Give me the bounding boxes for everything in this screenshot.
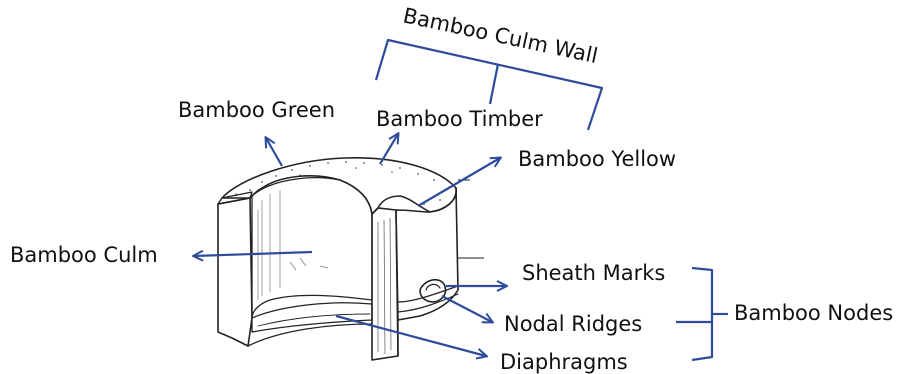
label-bamboo-timber: Bamboo Timber (376, 107, 543, 131)
slab-grain (378, 218, 391, 354)
arrow-diaphragms (336, 316, 486, 356)
arrow-nodal-ridges (442, 296, 492, 322)
label-nodal-ridges: Nodal Ridges (504, 312, 642, 336)
cavity-shading (258, 190, 328, 300)
nodes-bracket (676, 268, 728, 360)
label-culm-wall: Bamboo Culm Wall (401, 3, 600, 68)
bamboo-illustration (218, 158, 484, 360)
label-bamboo-culm: Bamboo Culm (10, 243, 158, 267)
label-diaphragms: Diaphragms (500, 350, 628, 374)
rim-texture (235, 161, 447, 205)
arrow-yellow (418, 158, 500, 206)
label-bamboo-green: Bamboo Green (178, 98, 335, 122)
label-sheath-marks: Sheath Marks (522, 261, 665, 285)
label-bamboo-nodes: Bamboo Nodes (734, 301, 893, 325)
arrow-culm (194, 252, 312, 256)
arrow-green (266, 138, 282, 166)
annotation-arrows (194, 134, 506, 356)
label-bamboo-yellow: Bamboo Yellow (518, 147, 676, 171)
